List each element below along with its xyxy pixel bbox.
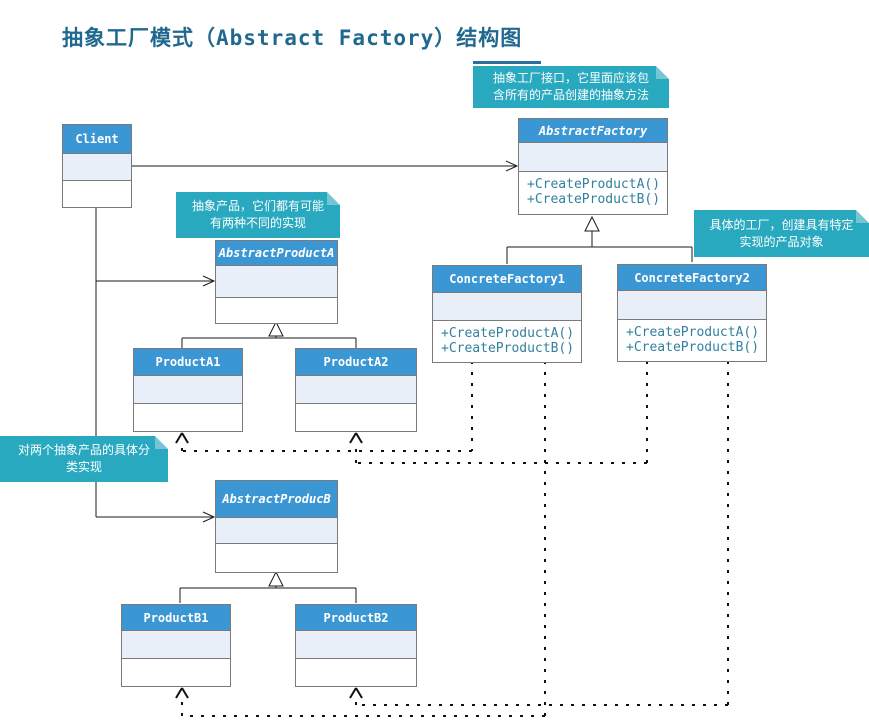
class-name: ProductA2	[296, 349, 416, 376]
methods-compartment: +CreateProductA() +CreateProductB()	[433, 321, 581, 362]
class-name: ConcreteFactory1	[433, 266, 581, 293]
method-label: +CreateProductA()	[441, 326, 575, 341]
callout-abstract-products[interactable]: 抽象产品，它们都有可能 有两种不同的实现	[176, 192, 340, 238]
attributes-compartment	[433, 293, 581, 321]
edge-generalization-product-b	[179, 570, 357, 603]
edge-client-abstractfactory	[132, 160, 519, 172]
class-name: ProductA1	[134, 349, 242, 376]
class-name: ConcreteFactory2	[618, 265, 766, 291]
class-concrete-factory-2[interactable]: ConcreteFactory2 +CreateProductA() +Crea…	[617, 264, 767, 362]
methods-compartment	[63, 181, 131, 207]
callout-concrete-products[interactable]: 对两个抽象产品的具体分 类实现	[0, 436, 168, 482]
attributes-compartment	[296, 376, 416, 404]
class-product-b1[interactable]: ProductB1	[121, 604, 231, 687]
attributes-compartment	[519, 143, 667, 172]
methods-compartment: +CreateProductA() +CreateProductB()	[519, 172, 667, 214]
edge-dependency-cf2-a2	[349, 361, 648, 464]
edge-generalization-factories	[506, 215, 693, 264]
class-product-b2[interactable]: ProductB2	[295, 604, 417, 687]
callout-text-line: 含所有的产品创建的抽象方法	[492, 88, 649, 102]
method-label: +CreateProductA()	[626, 325, 760, 340]
class-abstract-product-a[interactable]: AbstractProductA	[215, 240, 338, 324]
methods-compartment: +CreateProductA() +CreateProductB()	[618, 320, 766, 361]
methods-compartment	[216, 544, 337, 572]
class-name: AbstractProducB	[216, 481, 337, 518]
attributes-compartment	[296, 631, 416, 659]
class-abstract-factory[interactable]: AbstractFactory +CreateProductA() +Creat…	[518, 118, 668, 215]
methods-compartment	[296, 404, 416, 431]
edge-dependency-cf1-b1	[175, 361, 546, 717]
class-name: ProductB2	[296, 605, 416, 631]
attributes-compartment	[216, 518, 337, 544]
callout-text-line: 有两种不同的实现	[209, 216, 306, 230]
edge-generalization-product-a	[181, 320, 357, 348]
class-name: Client	[63, 125, 131, 154]
edge-dependency-cf1-a1	[175, 361, 473, 452]
callout-text-line: 实现的产品对象	[739, 234, 824, 249]
edge-dependency-cf2-b2	[349, 361, 729, 706]
class-concrete-factory-1[interactable]: ConcreteFactory1 +CreateProductA() +Crea…	[432, 265, 582, 363]
class-name: AbstractProductA	[216, 241, 337, 266]
callout-factory-interface[interactable]: 抽象工厂接口，它里面应该包 含所有的产品创建的抽象方法	[473, 66, 669, 108]
methods-compartment	[216, 298, 337, 323]
class-product-a1[interactable]: ProductA1	[133, 348, 243, 432]
edge-client-abstractproducta	[96, 275, 216, 287]
attributes-compartment	[122, 631, 230, 659]
callout-text-line: 抽象工厂接口，它里面应该包	[492, 71, 649, 85]
callout-concrete-factories[interactable]: 具体的工厂，创建具有特定 实现的产品对象	[694, 210, 869, 257]
method-label: +CreateProductB()	[527, 192, 661, 207]
callout-text-line: 具体的工厂，创建具有特定	[709, 217, 854, 232]
methods-compartment	[122, 659, 230, 686]
callout-text-line: 类实现	[65, 460, 102, 474]
callout-text-line: 抽象产品，它们都有可能	[191, 199, 324, 213]
methods-compartment	[134, 404, 242, 431]
attributes-compartment	[134, 376, 242, 404]
attributes-compartment	[618, 291, 766, 320]
class-product-a2[interactable]: ProductA2	[295, 348, 417, 432]
page-title: 抽象工厂模式（Abstract Factory）结构图	[62, 26, 523, 50]
class-name: ProductB1	[122, 605, 230, 631]
attributes-compartment	[216, 266, 337, 298]
callout-text-line: 对两个抽象产品的具体分	[17, 443, 150, 457]
edge-client-abstractproductb	[96, 511, 216, 523]
title-underline	[473, 61, 541, 64]
class-client[interactable]: Client	[62, 124, 132, 208]
method-label: +CreateProductB()	[626, 340, 760, 355]
class-name: AbstractFactory	[519, 119, 667, 143]
class-abstract-product-b[interactable]: AbstractProducB	[215, 480, 338, 573]
methods-compartment	[296, 659, 416, 686]
method-label: +CreateProductA()	[527, 177, 661, 192]
method-label: +CreateProductB()	[441, 341, 575, 356]
attributes-compartment	[63, 154, 131, 181]
